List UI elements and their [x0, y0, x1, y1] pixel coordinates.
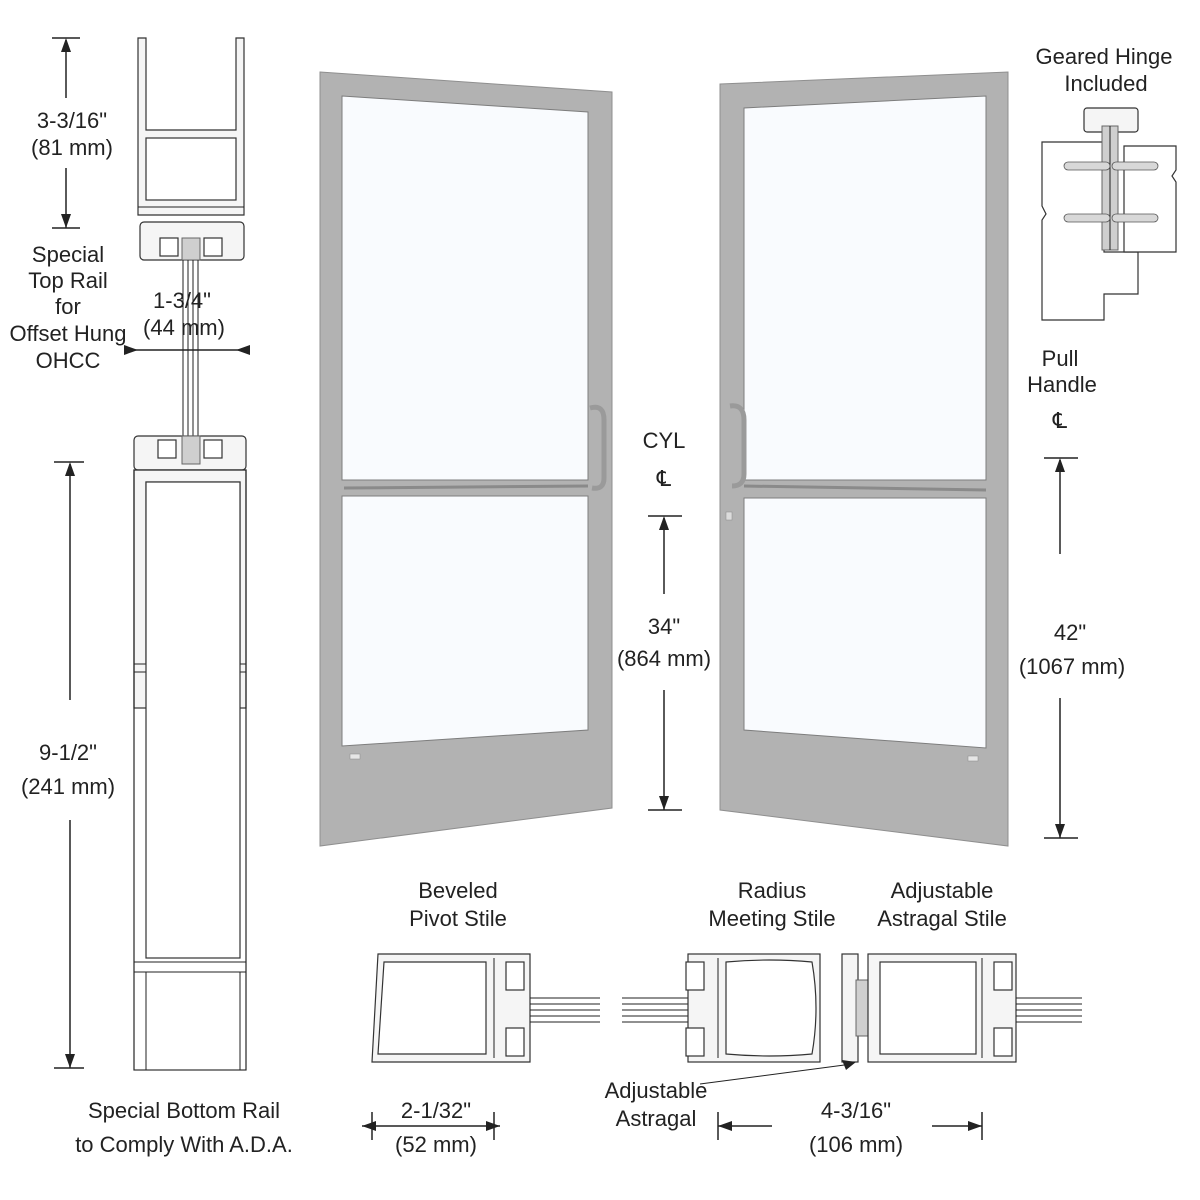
top-rail-caption: Special Top Rail for Offset Hung OHCC	[10, 242, 127, 373]
bottom-rail-caption: Special Bottom Rail to Comply With A.D.A…	[75, 1098, 293, 1157]
hinge-caption-line-1: Geared Hinge	[1036, 44, 1173, 69]
pull-caption-line-1: Pull	[1042, 346, 1079, 371]
bottom-rail-caption-line-2: to Comply With A.D.A.	[75, 1132, 293, 1157]
glass-infill-section	[182, 260, 199, 436]
bottom-rail-dimension: 9-1/2" (241 mm)	[21, 461, 115, 1069]
meeting-caption-line-2: Meeting Stile	[708, 906, 835, 931]
geared-hinge: Geared Hinge Included	[1036, 44, 1177, 321]
astragal-stile-caption-line-1: Adjustable	[891, 878, 994, 903]
cyl-centerline-symbol: ℄	[656, 467, 672, 492]
bottom-rail-caption-line-1: Special Bottom Rail	[88, 1098, 280, 1123]
meeting-stile-assembly: Radius Meeting Stile Adjustable Astragal…	[605, 878, 1082, 1157]
glazing-dim-in: 1-3/4"	[153, 288, 211, 313]
bottom-rail-body	[133, 469, 247, 1071]
top-rail-caption-line-5: OHCC	[36, 348, 101, 373]
astragal-caption-line-2: Astragal	[616, 1106, 697, 1131]
meeting-dim-in: 4-3/16"	[821, 1098, 891, 1123]
cyl-dim-in: 34"	[648, 614, 680, 639]
cyl-dim-mm: (864 mm)	[617, 646, 711, 671]
pull-dim-in: 42"	[1054, 620, 1086, 645]
glazing-dim-mm: (44 mm)	[143, 315, 225, 340]
top-rail-dim-in: 3-3/16"	[37, 108, 107, 133]
meeting-dim-mm: (106 mm)	[809, 1132, 903, 1157]
cyl-label: CYL	[643, 428, 686, 453]
right-door	[719, 71, 1009, 847]
beveled-pivot-stile: Beveled Pivot Stile 2-1/32" (52 mm)	[362, 878, 600, 1157]
pull-centerline-symbol: ℄	[1052, 409, 1068, 434]
top-rail-caption-line-1: Special	[32, 242, 104, 267]
top-rail-caption-line-4: Offset Hung	[10, 321, 127, 346]
meeting-caption-line-1: Radius	[738, 878, 806, 903]
astragal-caption-line-1: Adjustable	[605, 1078, 708, 1103]
pivot-dim-in: 2-1/32"	[401, 1098, 471, 1123]
astragal-stile-caption-line-2: Astragal Stile	[877, 906, 1007, 931]
top-rail-caption-line-2: Top Rail	[28, 268, 107, 293]
pivot-caption-line-2: Pivot Stile	[409, 906, 507, 931]
hinge-caption-line-2: Included	[1064, 71, 1147, 96]
glazing-dimension: 1-3/4" (44 mm)	[124, 288, 250, 355]
left-door	[319, 71, 613, 847]
top-rail-caption-line-3: for	[55, 294, 81, 319]
pivot-dim-mm: (52 mm)	[395, 1132, 477, 1157]
bottom-rail-dim-mm: (241 mm)	[21, 774, 115, 799]
bottom-rail-dim-in: 9-1/2"	[39, 740, 97, 765]
pull-dim-mm: (1067 mm)	[1019, 654, 1125, 679]
pivot-caption-line-1: Beveled	[418, 878, 498, 903]
pull-handle-dimension: Pull Handle ℄ 42" (1067 mm)	[1019, 346, 1125, 839]
top-rail-section	[137, 37, 245, 261]
top-rail-dimension: 3-3/16" (81 mm)	[31, 37, 113, 229]
top-rail-dim-mm: (81 mm)	[31, 135, 113, 160]
cyl-dimension: CYL ℄ 34" (864 mm)	[617, 428, 711, 811]
pull-caption-line-2: Handle	[1027, 372, 1097, 397]
